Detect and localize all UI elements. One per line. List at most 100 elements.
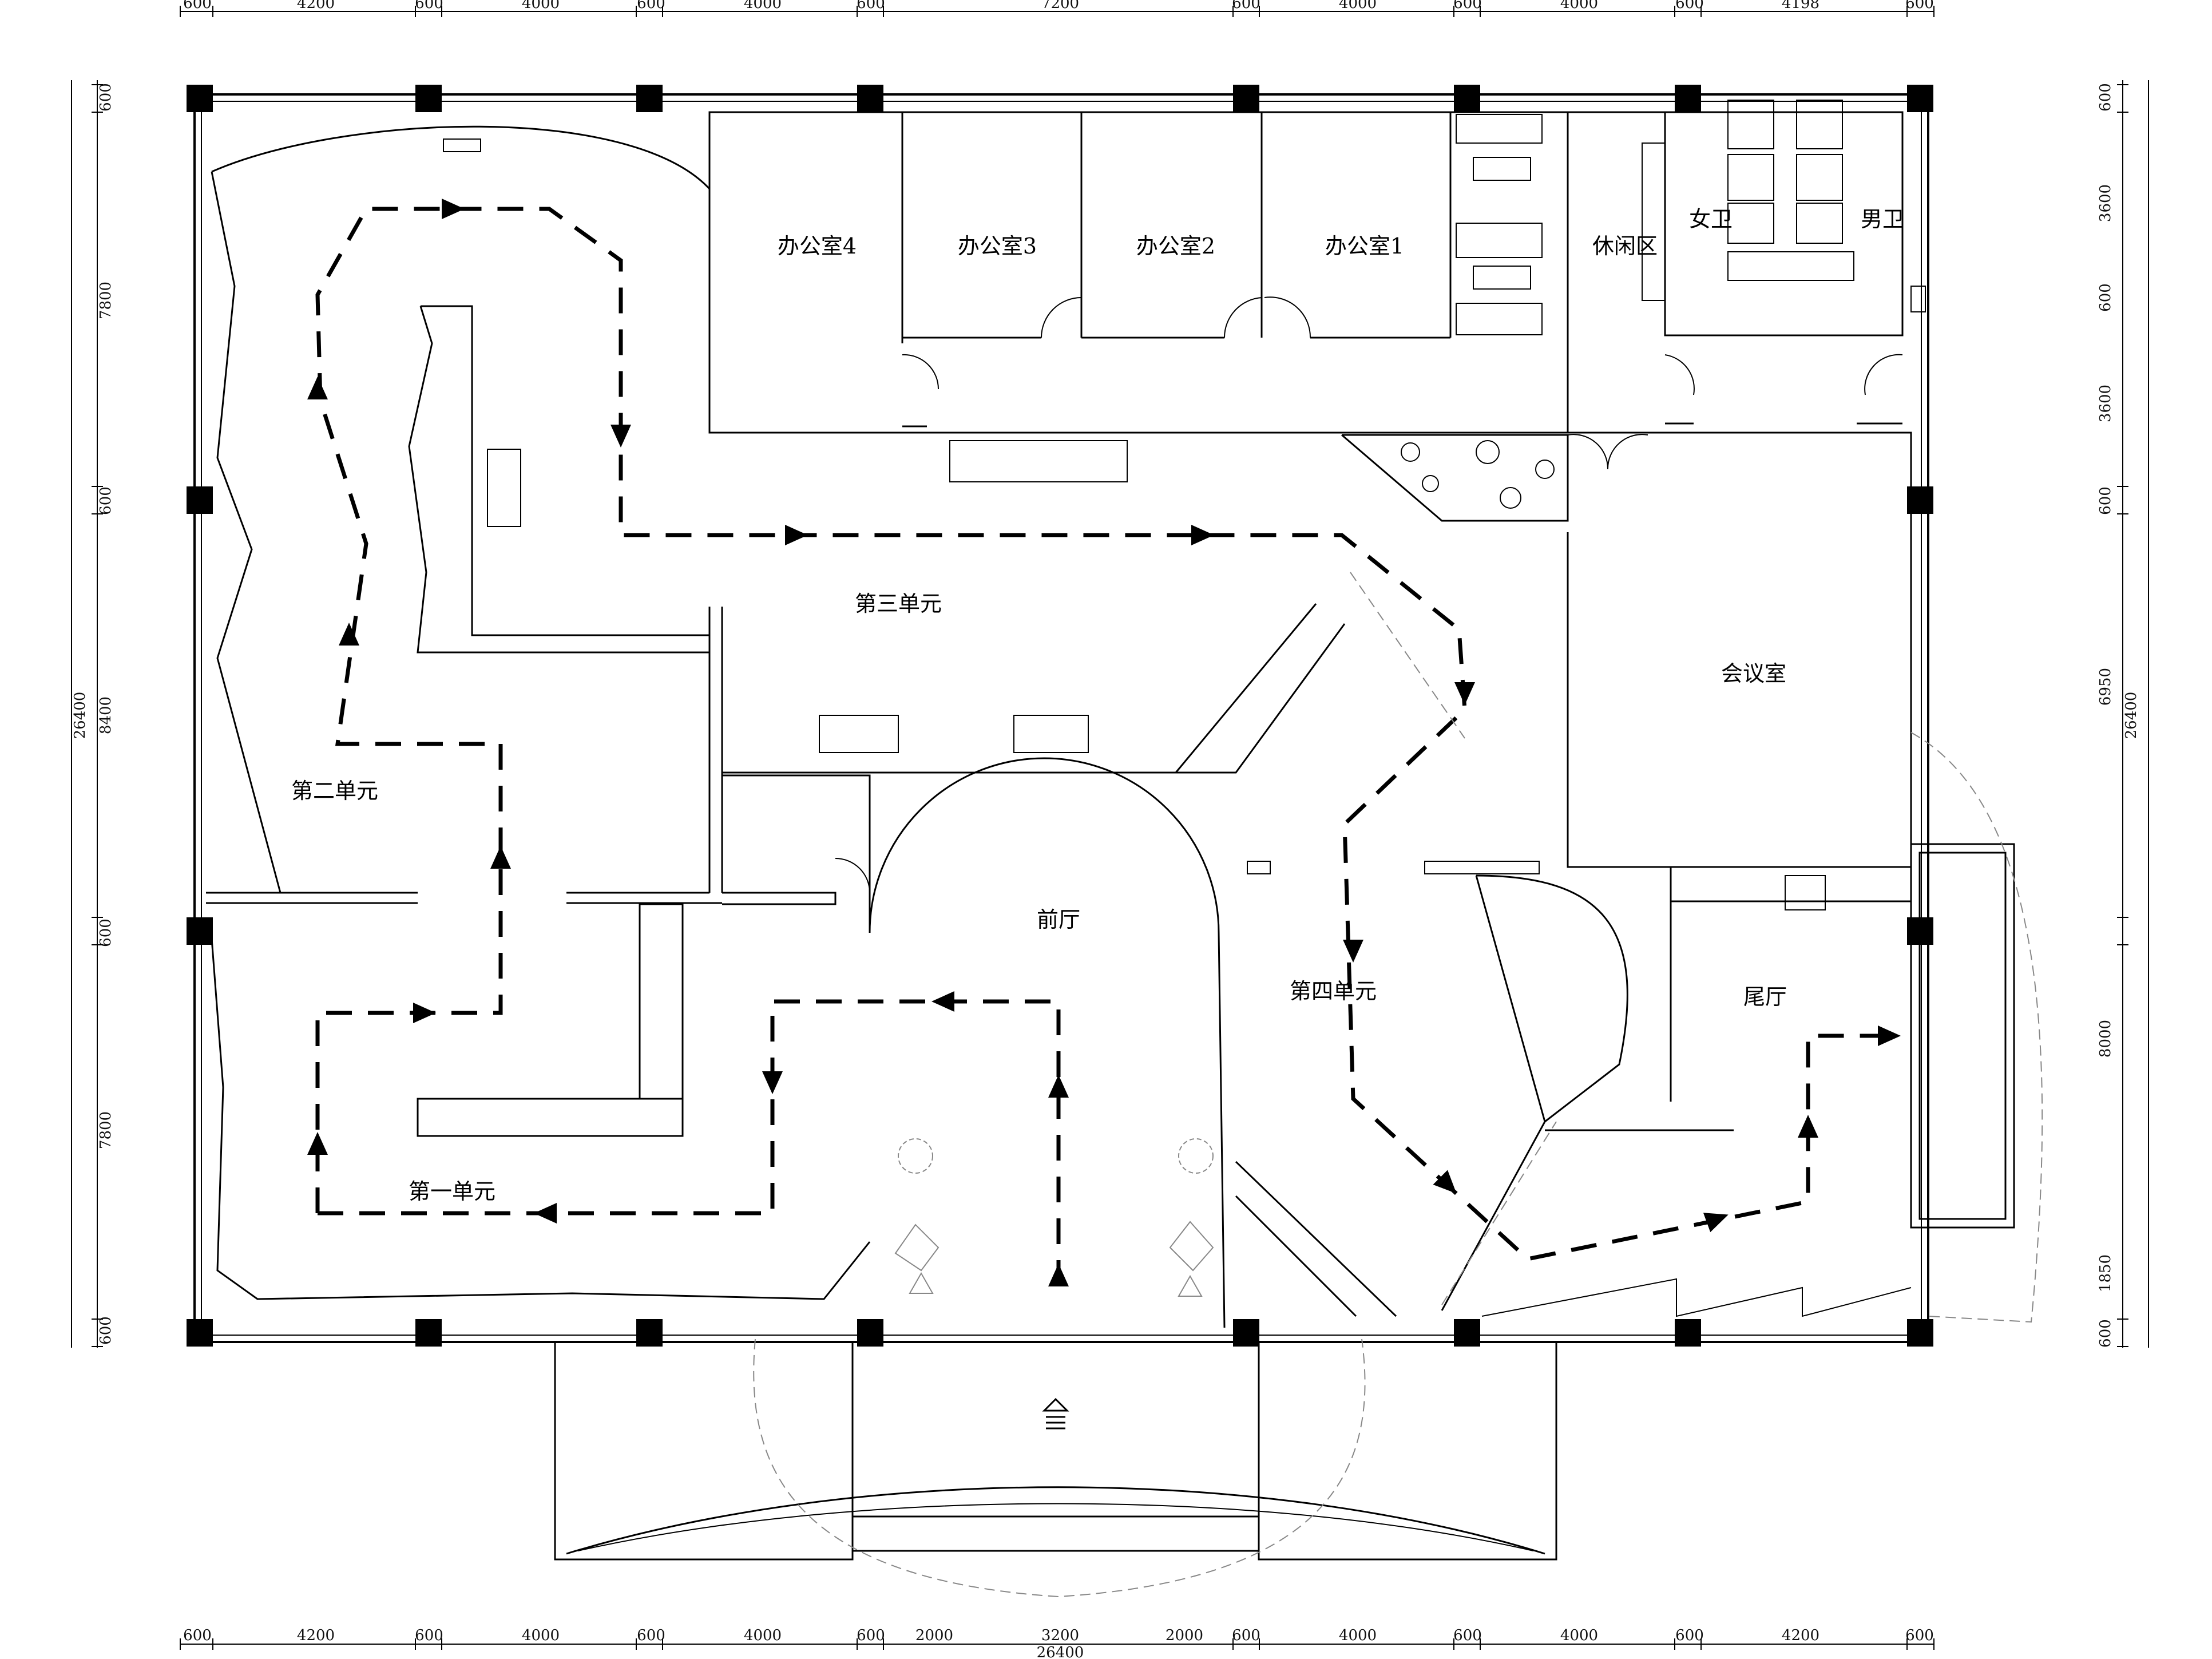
top-dim: 4198: [1782, 0, 1819, 12]
dimension-lines: [71, 11, 2149, 1645]
post: [1424, 861, 1540, 874]
lounge-sofa: [1456, 303, 1543, 335]
wall-panel: [1642, 142, 1666, 301]
room-label-women-wc: 女卫: [1689, 207, 1733, 232]
room-label-lounge: 休闲区: [1592, 233, 1658, 259]
flow-arrow-icon: [339, 623, 359, 646]
right-dim: 3600: [2097, 184, 2114, 222]
sign-plaque: [443, 138, 481, 152]
flow-arrow-icon: [1878, 1026, 1901, 1046]
stepped-wall: [1481, 1278, 1912, 1317]
bottom-dim: 3200: [1041, 1627, 1079, 1644]
column-icon: [415, 85, 442, 112]
display-case: [1013, 715, 1089, 753]
bottom-dim: 4200: [297, 1627, 335, 1644]
flow-arrow-icon: [1433, 1170, 1457, 1194]
left-dim: 600: [97, 83, 114, 112]
column-icon: [1907, 1319, 1933, 1347]
door-swing-icon: [1223, 297, 1262, 338]
bottom-dim: 4200: [1782, 1627, 1819, 1644]
room-label-tail-hall: 尾厅: [1743, 984, 1787, 1009]
right-total: 26400: [2123, 692, 2140, 739]
flow-arrow-icon: [490, 846, 511, 869]
left-dim: 600: [97, 1316, 114, 1345]
sculpture-right: [1169, 1138, 1214, 1297]
top-dim: 4200: [297, 0, 335, 12]
flow-arrow-icon: [442, 199, 465, 219]
top-dim: 600: [183, 0, 212, 12]
unit-label-2: 第二单元: [291, 778, 378, 803]
right-dim: 600: [2097, 283, 2114, 312]
wc-stall: [1727, 154, 1774, 201]
bottom-dim: 600: [1453, 1627, 1482, 1644]
fixtures: [443, 100, 1926, 1297]
bottom-dim: 600: [1675, 1627, 1704, 1644]
wc-stall: [1796, 100, 1843, 149]
top-dimension-labels: 600 4200 600 4000 600 4000 600 7200 600 …: [183, 0, 1934, 12]
column-icon: [857, 1319, 883, 1347]
room-label-office2: 办公室2: [1136, 233, 1215, 259]
column-icon: [187, 486, 213, 514]
column-icon: [187, 917, 213, 945]
left-total: 26400: [72, 692, 89, 739]
flow-arrow-icon: [1454, 682, 1475, 705]
column-icon: [1233, 85, 1259, 112]
top-dim: 7200: [1041, 0, 1079, 12]
lounge-sofa: [1456, 223, 1543, 258]
bottom-dim: 4000: [522, 1627, 560, 1644]
room-label-office1: 办公室1: [1325, 233, 1404, 259]
flow-arrow-icon: [1703, 1213, 1729, 1233]
top-dim: 600: [1675, 0, 1704, 12]
bottom-dim: 2000: [915, 1627, 953, 1644]
top-dim: 600: [1905, 0, 1934, 12]
top-dim: 4000: [1560, 0, 1598, 12]
room-label-office3: 办公室3: [958, 233, 1037, 259]
door-swings: [835, 296, 1903, 893]
top-dim: 600: [415, 0, 443, 12]
flow-arrows: [307, 199, 1901, 1286]
room-label-men-wc: 男卫: [1861, 207, 1904, 232]
door-swing-icon: [902, 354, 939, 390]
right-dim: 600: [2097, 83, 2114, 112]
top-dim: 600: [857, 0, 885, 12]
bottom-total: 26400: [1037, 1644, 1084, 1659]
room-labels: 办公室4 办公室3 办公室2 办公室1 休闲区 女卫 男卫 会议室 前厅 尾厅: [778, 207, 1904, 1009]
reception-desk: [949, 440, 1128, 482]
guide-arcs: [1350, 572, 2043, 1323]
lounge-sofa: [1456, 114, 1543, 144]
top-dim: 4000: [1339, 0, 1377, 12]
display-case: [819, 715, 899, 753]
bottom-dim: 600: [1905, 1627, 1934, 1644]
right-dim: 1850: [2097, 1254, 2114, 1292]
flow-arrow-icon: [931, 991, 954, 1012]
left-dim: 600: [97, 918, 114, 947]
column-icon: [1233, 1319, 1259, 1347]
lounge-sofa: [1473, 266, 1531, 290]
top-dim: 600: [637, 0, 665, 12]
wc-stall: [1727, 100, 1774, 149]
unit-label-3: 第三单元: [855, 591, 942, 616]
bottom-dim: 600: [183, 1627, 212, 1644]
left-dim: 600: [97, 486, 114, 515]
column-icon: [1675, 85, 1701, 112]
right-dim: 600: [2097, 1319, 2114, 1348]
wc-stall: [1796, 154, 1843, 201]
flow-arrow-icon: [762, 1071, 783, 1094]
bottom-dim: 4000: [1339, 1627, 1377, 1644]
column-icon: [636, 85, 663, 112]
top-dim: 4000: [522, 0, 560, 12]
flow-arrow-icon: [307, 1132, 328, 1155]
column-icon: [415, 1319, 442, 1347]
room-label-meeting: 会议室: [1721, 661, 1786, 686]
top-dim: 4000: [744, 0, 782, 12]
flow-arrow-icon: [1191, 525, 1214, 545]
column-icon: [187, 1319, 213, 1347]
flow-arrow-icon: [413, 1003, 436, 1023]
column-icon: [1675, 1319, 1701, 1347]
flow-arrow-icon: [534, 1203, 557, 1224]
post: [1247, 861, 1271, 874]
flow-path-lobby: [318, 999, 1061, 1282]
left-dim: 7800: [97, 1111, 114, 1149]
columns: [187, 85, 1933, 1347]
